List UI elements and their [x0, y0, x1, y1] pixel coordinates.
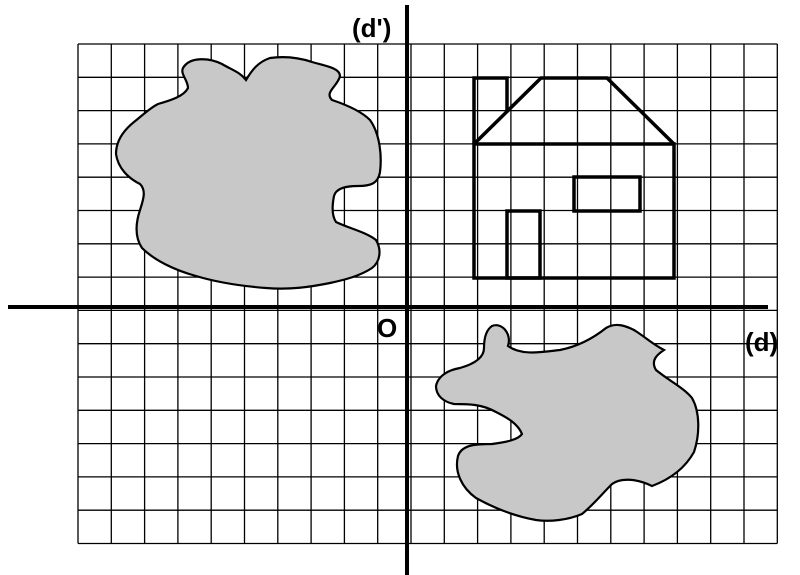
house-chimney: [472, 76, 509, 144]
house-window: [572, 175, 642, 213]
house: [472, 76, 676, 280]
blob-top-left: [114, 56, 382, 290]
house-body: [472, 142, 676, 280]
blob-bottom-right: [434, 323, 700, 522]
horizontal-axis-label: (d): [745, 327, 778, 357]
house-door: [505, 209, 542, 280]
origin-label: O: [377, 313, 397, 343]
vertical-axis-label: (d'): [352, 13, 391, 43]
